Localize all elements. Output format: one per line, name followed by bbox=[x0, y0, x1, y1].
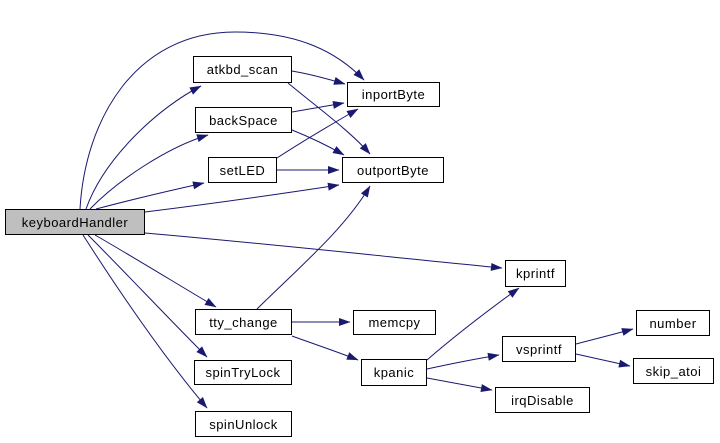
node-keyboardHandler: keyboardHandler bbox=[5, 209, 145, 235]
node-label: number bbox=[649, 315, 697, 331]
edge-keyboardHandler-kprintf bbox=[144, 232, 503, 271]
node-label: keyboardHandler bbox=[21, 214, 129, 230]
edge-keyboardHandler-spinTryLock bbox=[87, 234, 208, 358]
node-label: setLED bbox=[219, 162, 266, 178]
node-skip_atoi[interactable]: skip_atoi bbox=[633, 358, 714, 384]
edge-atkbd_scan-outportByte bbox=[287, 82, 371, 155]
node-label: tty_change bbox=[209, 314, 278, 330]
edge-tty_change-kpanic bbox=[291, 335, 359, 361]
node-label: atkbd_scan bbox=[206, 62, 279, 77]
node-label: kpanic bbox=[373, 365, 415, 380]
edge-keyboardHandler-inportByte bbox=[79, 31, 365, 210]
node-label: backSpace bbox=[209, 112, 278, 128]
edge-keyboardHandler-setLED bbox=[95, 181, 205, 210]
edge-keyboardHandler-atkbd_scan bbox=[85, 85, 202, 210]
edge-vsprintf-skip_atoi bbox=[575, 353, 631, 368]
node-spinUnlock[interactable]: spinUnlock bbox=[195, 411, 292, 437]
node-irqDisable[interactable]: irqDisable bbox=[495, 387, 590, 413]
node-kpanic[interactable]: kpanic bbox=[361, 359, 427, 386]
node-atkbd_scan[interactable]: atkbd_scan bbox=[193, 56, 292, 83]
edge-kpanic-kprintf bbox=[426, 287, 520, 361]
node-label: skip_atoi bbox=[645, 363, 702, 379]
node-label: inportByte bbox=[361, 87, 426, 102]
edge-keyboardHandler-outportByte bbox=[144, 182, 340, 213]
edge-backSpace-inportByte bbox=[291, 100, 345, 113]
node-label: spinTryLock bbox=[205, 365, 281, 380]
edge-kpanic-vsprintf bbox=[426, 352, 500, 370]
node-spinTryLock[interactable]: spinTryLock bbox=[194, 360, 292, 385]
node-label: outportByte bbox=[357, 162, 429, 178]
node-tty_change[interactable]: tty_change bbox=[195, 309, 292, 335]
node-memcpy[interactable]: memcpy bbox=[353, 310, 436, 335]
node-backSpace[interactable]: backSpace bbox=[195, 107, 292, 133]
node-label: memcpy bbox=[368, 315, 421, 330]
edge-keyboardHandler-tty_change bbox=[94, 234, 217, 308]
node-outportByte[interactable]: outportByte bbox=[342, 157, 444, 183]
edge-tty_change-outportByte bbox=[256, 185, 371, 310]
node-label: kprintf bbox=[516, 266, 555, 281]
node-label: spinUnlock bbox=[209, 416, 278, 432]
edge-kpanic-irqDisable bbox=[426, 377, 493, 392]
node-number[interactable]: number bbox=[636, 310, 710, 336]
node-vsprintf[interactable]: vsprintf bbox=[502, 336, 576, 362]
node-setLED[interactable]: setLED bbox=[208, 157, 277, 183]
node-inportByte[interactable]: inportByte bbox=[347, 82, 440, 107]
edge-setLED-inportByte bbox=[276, 108, 359, 159]
node-kprintf[interactable]: kprintf bbox=[505, 260, 566, 287]
edge-atkbd_scan-inportByte bbox=[291, 70, 346, 85]
node-label: irqDisable bbox=[511, 392, 574, 408]
edge-keyboardHandler-backSpace bbox=[89, 134, 209, 210]
node-label: vsprintf bbox=[516, 341, 562, 357]
edge-keyboardHandler-spinUnlock bbox=[82, 234, 208, 409]
edge-backSpace-outportByte bbox=[291, 129, 345, 156]
edge-vsprintf-number bbox=[575, 328, 634, 345]
